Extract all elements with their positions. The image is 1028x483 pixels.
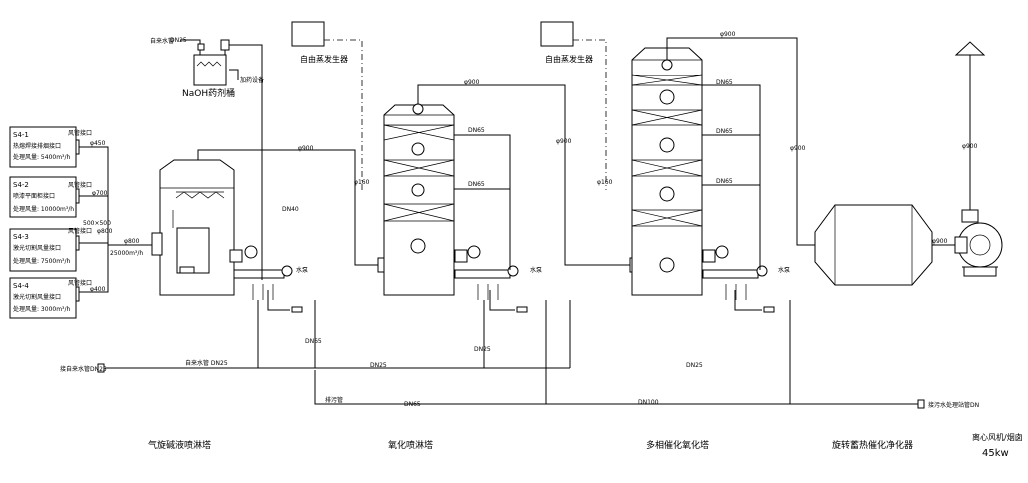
svg-text:φ900: φ900: [556, 138, 572, 145]
svg-text:S4-4: S4-4: [13, 282, 29, 290]
svg-text:激光切割风量接口: 激光切割风量接口: [13, 293, 61, 301]
title-fan-chimney: 离心风机/烟囱: [972, 432, 1023, 442]
svg-text:φ450: φ450: [90, 140, 106, 147]
svg-text:φ900: φ900: [962, 143, 978, 150]
svg-text:接污水处理站管DN: 接污水处理站管DN: [928, 401, 979, 409]
svg-text:加药设备: 加药设备: [240, 76, 264, 84]
duct-3-4: φ900 φ900: [666, 31, 815, 246]
svg-text:φ800: φ800: [124, 238, 140, 245]
svg-text:自来水管 DN25: 自来水管 DN25: [185, 359, 228, 367]
svg-text:接自来水管DN25: 接自来水管DN25: [60, 365, 107, 373]
svg-text:自由蒸发生器: 自由蒸发生器: [300, 54, 348, 64]
svg-text:处理风量: 10000m³/h: 处理风量: 10000m³/h: [13, 205, 74, 213]
svg-text:风管接口: 风管接口: [68, 129, 92, 137]
source-box-s4-3: S4-3 激光切割风量接口 处理风量: 7500m³/h 风管接口: [9, 227, 92, 272]
svg-text:φ900: φ900: [720, 31, 736, 38]
svg-text:热熔焊接排烟接口: 热熔焊接排烟接口: [13, 142, 61, 150]
steam-generator-1: 自由蒸发生器 φ160: [291, 21, 370, 190]
svg-text:风管接口: 风管接口: [68, 227, 92, 235]
svg-text:DN25: DN25: [686, 362, 703, 369]
svg-text:处理风量: 3000m³/h: 处理风量: 3000m³/h: [13, 305, 70, 313]
svg-text:φ800: φ800: [97, 228, 113, 235]
svg-text:水泵: 水泵: [778, 266, 790, 274]
svg-text:排污管: 排污管: [325, 396, 343, 404]
svg-text:DN40: DN40: [282, 206, 299, 213]
title-catalytic-purifier: 旋转蓄热催化净化器: [832, 439, 913, 451]
title-oxidation-spray: 氧化喷淋塔: [388, 439, 433, 451]
catalytic-purifier: φ900: [814, 204, 955, 286]
naoh-dosing-tank: NaOH药剂桶 自来水管 DN25 加药设备 DN40: [150, 37, 299, 280]
svg-text:DN25: DN25: [170, 37, 187, 44]
svg-text:S4-2: S4-2: [13, 181, 29, 189]
source-box-s4-1: S4-1 热熔焊接排烟接口 处理风量: 5400m³/h 风管接口: [9, 126, 92, 168]
svg-text:φ160: φ160: [354, 179, 370, 186]
title-alkali-spray: 气旋碱液喷淋塔: [148, 439, 211, 451]
fan-motor-power: 45kw: [982, 448, 1009, 459]
svg-text:DN65: DN65: [716, 178, 733, 185]
title-catalytic-oxidation: 多相催化氧化塔: [646, 439, 709, 451]
svg-text:水泵: 水泵: [296, 266, 308, 274]
svg-text:NaOH药剂桶: NaOH药剂桶: [182, 87, 235, 99]
svg-text:自由蒸发生器: 自由蒸发生器: [545, 54, 593, 64]
water-network: 接自来水管DN25 自来水管 DN25 DN25 DN25 接污水处理站管DN …: [60, 290, 979, 409]
svg-text:DN65: DN65: [716, 79, 733, 86]
svg-text:处理风量: 5400m³/h: 处理风量: 5400m³/h: [13, 153, 70, 161]
svg-text:φ900: φ900: [932, 238, 948, 245]
source-box-s4-4: S4-4 激光切割风量接口 处理风量: 3000m³/h 风管接口: [9, 277, 92, 319]
tower-catalytic-oxidation: 水泵 DN65 DN65 DN65: [631, 47, 790, 296]
svg-text:500×500: 500×500: [83, 220, 111, 227]
source-box-s4-2: S4-2 喷漆平面柜接口 处理风量: 10000m³/h 风管接口: [9, 176, 92, 218]
svg-text:DN65: DN65: [404, 401, 421, 408]
svg-text:S4-1: S4-1: [13, 131, 29, 139]
svg-text:风管接口: 风管接口: [68, 279, 92, 287]
svg-text:φ160: φ160: [597, 179, 613, 186]
source-ducts: φ450 φ700 φ800 500×500 φ400 φ800 25000m³…: [79, 140, 152, 293]
svg-text:DN65: DN65: [716, 128, 733, 135]
tower-alkali-spray: 水泵: [151, 159, 308, 296]
svg-text:S4-3: S4-3: [13, 233, 29, 241]
svg-text:DN25: DN25: [474, 346, 491, 353]
svg-text:φ400: φ400: [90, 286, 106, 293]
svg-text:DN25: DN25: [370, 362, 387, 369]
valves: [252, 284, 747, 300]
centrifugal-fan-chimney: φ900: [954, 41, 1003, 277]
svg-text:处理风量: 7500m³/h: 处理风量: 7500m³/h: [13, 257, 70, 265]
svg-text:φ900: φ900: [790, 145, 806, 152]
svg-text:DN65: DN65: [468, 181, 485, 188]
svg-text:φ900: φ900: [298, 145, 314, 152]
svg-text:激光切割风量接口: 激光切割风量接口: [13, 244, 61, 252]
svg-text:DN65: DN65: [468, 127, 485, 134]
svg-text:水泵: 水泵: [530, 266, 542, 274]
svg-text:DN100: DN100: [638, 399, 659, 406]
svg-text:φ700: φ700: [92, 190, 108, 197]
svg-text:喷漆平面柜接口: 喷漆平面柜接口: [13, 192, 55, 200]
steam-generator-2: 自由蒸发生器 φ160: [540, 21, 613, 190]
svg-text:DN65: DN65: [305, 338, 322, 345]
svg-text:φ900: φ900: [464, 79, 480, 86]
svg-text:自来水管: 自来水管: [150, 37, 174, 45]
svg-text:25000m³/h: 25000m³/h: [110, 250, 143, 257]
tower-oxidation-spray: 水泵 DN65 DN65: [383, 103, 542, 296]
svg-text:风管接口: 风管接口: [68, 181, 92, 189]
